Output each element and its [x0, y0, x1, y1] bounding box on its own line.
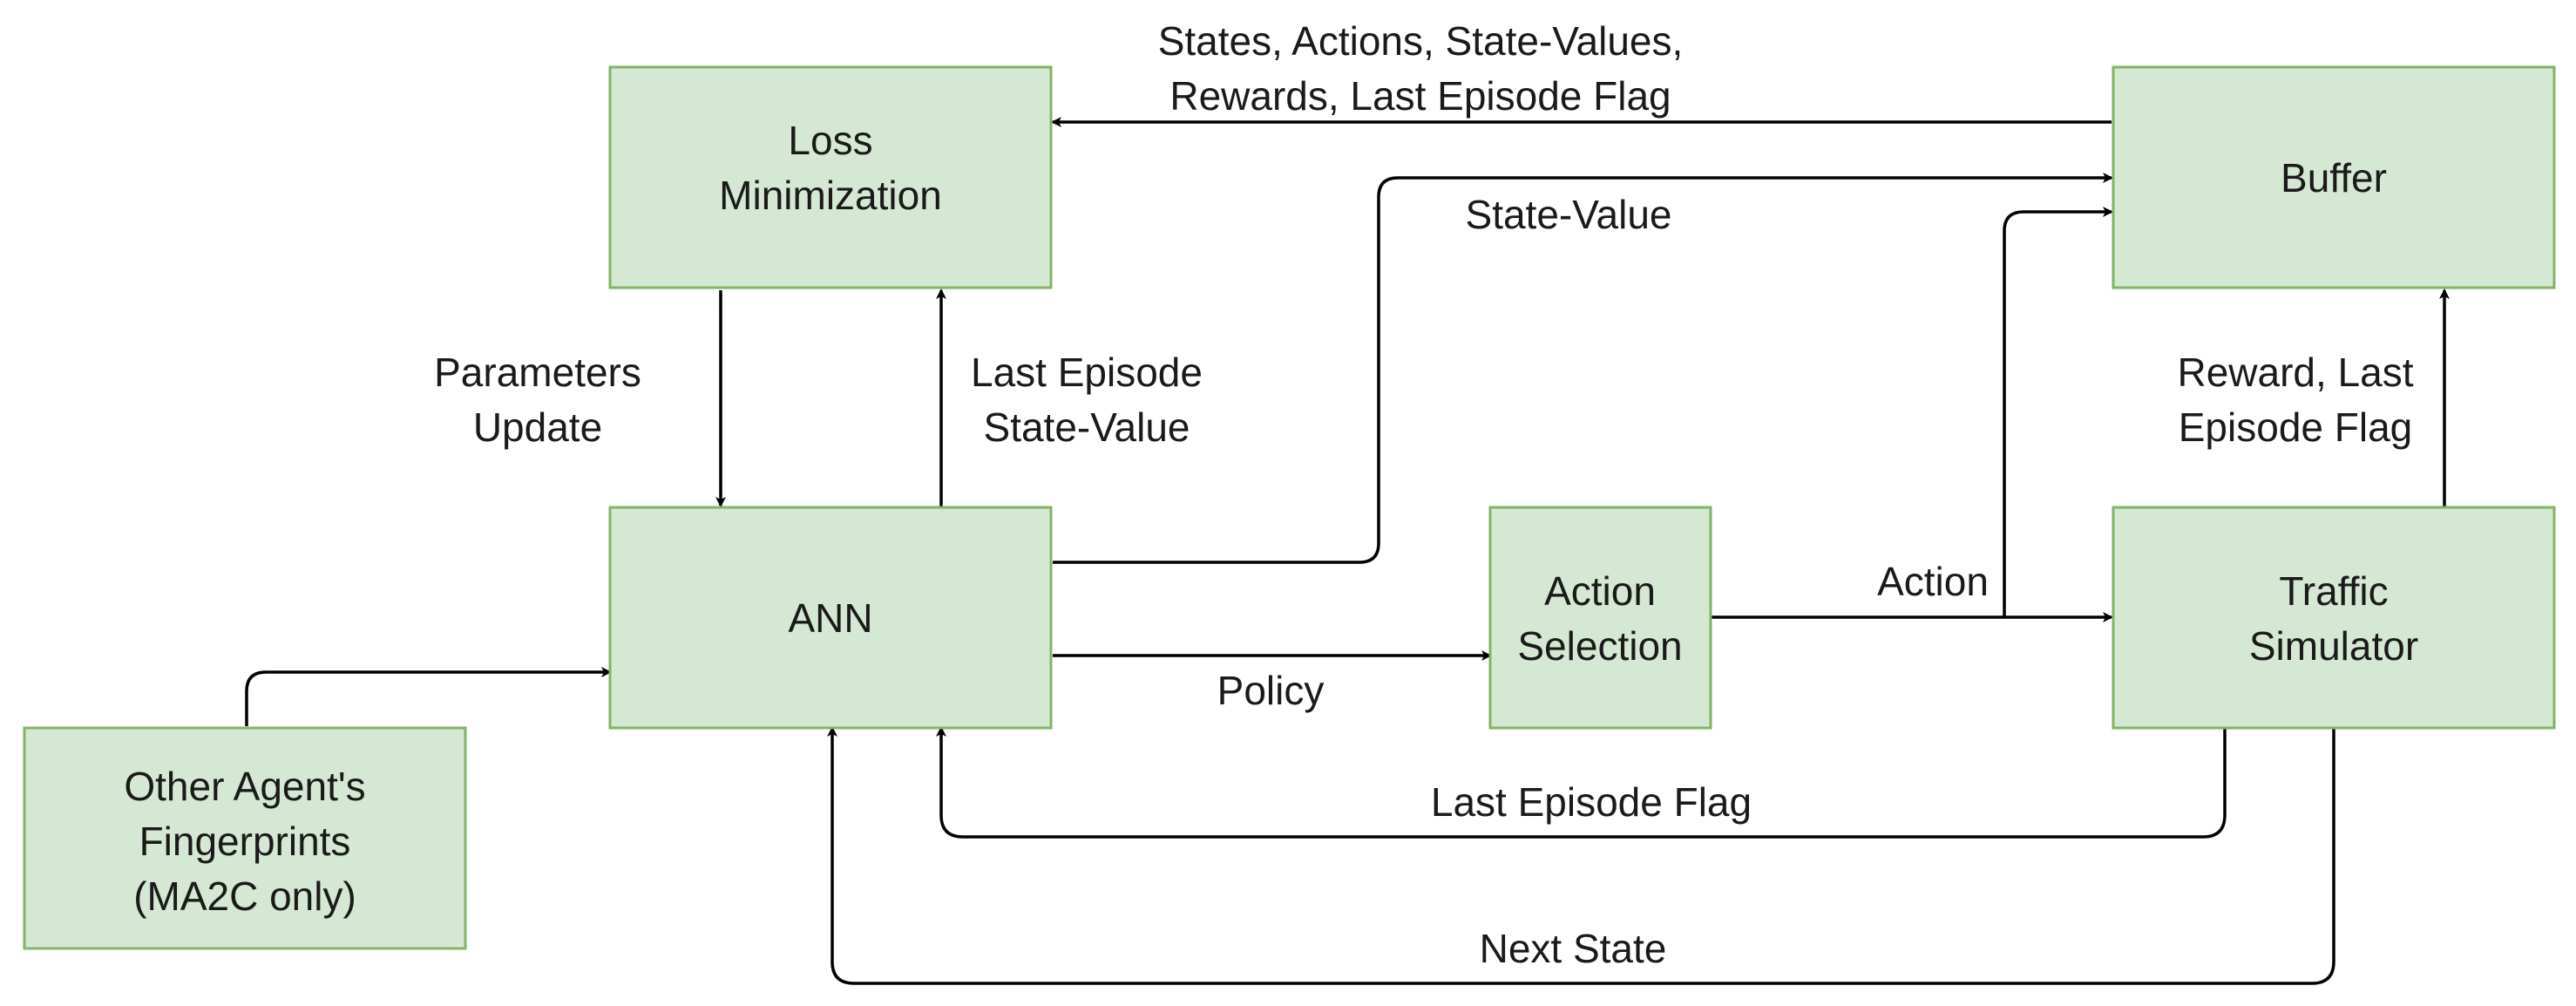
- node-label: Minimization: [719, 173, 942, 218]
- node-label: Selection: [1517, 623, 1682, 669]
- node-label: Other Agent's: [124, 764, 365, 809]
- node-fingerprints: Other Agent's Fingerprints (MA2C only): [23, 726, 467, 950]
- node-buffer: Buffer: [2112, 65, 2556, 289]
- edge-sim-to-ann-flag: [936, 726, 2227, 839]
- edge-label-sim-to-buffer: Episode Flag: [2179, 404, 2413, 450]
- node-label: ANN: [788, 595, 872, 641]
- node-loss-minimization: Loss Minimization: [608, 65, 1053, 289]
- node-label: (MA2C only): [133, 873, 356, 919]
- node-traffic-simulator: Traffic Simulator: [2112, 506, 2556, 730]
- node-label: Action: [1544, 568, 1656, 614]
- edge-label-action-to-sim: Action: [1877, 559, 1989, 604]
- edge-label-ann-to-loss: State-Value: [984, 404, 1190, 450]
- node-action-selection: Action Selection: [1488, 506, 1712, 730]
- edge-label-buffer-to-loss: Rewards, Last Episode Flag: [1169, 73, 1671, 119]
- edge-label-ann-to-action: Policy: [1217, 668, 1325, 713]
- edge-fingerprints-to-ann: [245, 667, 612, 726]
- node-label: Buffer: [2281, 155, 2387, 201]
- edge-label-sim-to-ann-state: Next State: [1480, 926, 1667, 971]
- edge-label-sim-to-buffer: Reward, Last: [2177, 350, 2413, 395]
- edge-label-ann-to-loss: Last Episode: [971, 350, 1203, 395]
- node-label: Loss: [788, 118, 872, 163]
- node-label: Fingerprints: [139, 819, 351, 864]
- edge-action-to-buffer: [2003, 207, 2113, 617]
- edge-label-ann-to-buffer: State-Value: [1466, 192, 1672, 237]
- edge-ann-to-buffer: [1053, 173, 2113, 564]
- edge-label-loss-to-ann: Update: [473, 404, 602, 450]
- node-ann: ANN: [608, 506, 1053, 730]
- edge-label-buffer-to-loss: States, Actions, State-Values,: [1158, 18, 1684, 64]
- node-label: Traffic: [2279, 568, 2388, 614]
- edge-label-sim-to-ann-flag: Last Episode Flag: [1431, 779, 1752, 825]
- node-label: Simulator: [2249, 623, 2418, 669]
- edge-sim-to-ann-state: [827, 726, 2335, 985]
- edge-label-loss-to-ann: Parameters: [434, 350, 641, 395]
